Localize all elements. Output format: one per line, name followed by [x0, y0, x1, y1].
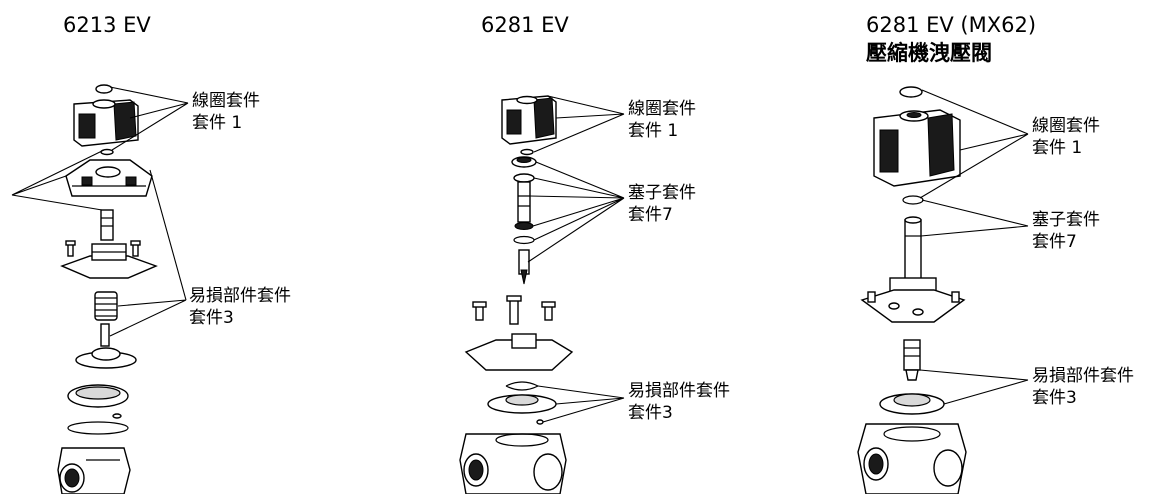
- col1-small-ring: [112, 413, 122, 419]
- col1-valve-body: [57, 447, 131, 494]
- col3-coil-kit-label: 線圈套件: [1032, 116, 1100, 136]
- col2-coil-kit-label: 線圈套件: [628, 99, 696, 119]
- col1-screw-left-head: [65, 240, 76, 246]
- col3-plunger-kit-number: 套件7: [1032, 232, 1077, 252]
- col3-coil-kit-number: 套件 1: [1032, 138, 1083, 158]
- col1-coil-kit-label: 線圈套件: [192, 91, 260, 111]
- col2-wear-parts-kit-label: 易損部件套件: [628, 381, 730, 401]
- col1-spring: [94, 291, 118, 321]
- column-1-title: 6213 EV: [63, 13, 151, 37]
- col3-valve-body: [857, 423, 967, 494]
- col2-plunger-kit-number: 套件7: [628, 205, 673, 225]
- col2-exploded-view: [459, 95, 625, 494]
- col1-left-leader: [11, 149, 105, 211]
- col2-armature-tube: [517, 181, 531, 223]
- col1-wear-kit-leader: [109, 169, 187, 337]
- col3-plunger-kit-leader: [920, 199, 1029, 237]
- col2-screws: [472, 295, 556, 325]
- col1-screw-right-head: [130, 240, 141, 246]
- col3-coil-kit-leader: [919, 89, 1029, 199]
- col3-wear-parts-kit-number: 套件3: [1032, 388, 1077, 408]
- col1-cover: [65, 159, 153, 197]
- col2-nut: [511, 156, 537, 168]
- col1-screw-right: [132, 243, 139, 257]
- col1-exploded-view: [11, 84, 189, 494]
- col3-exploded-view: [857, 86, 1029, 494]
- col1-coil-kit-number: 套件 1: [192, 113, 243, 133]
- col1-coil-kit-leader: [109, 86, 189, 151]
- col3-o-ring: [902, 195, 924, 205]
- col3-plunger-kit-label: 塞子套件: [1032, 210, 1100, 230]
- col2-o-ring-top: [520, 148, 534, 156]
- col3-coil-nut: [899, 86, 923, 98]
- col2-diaphragm: [487, 394, 557, 414]
- col3-wear-kit-leader: [919, 369, 1029, 405]
- col1-coil: [73, 99, 139, 147]
- col1-diaphragm: [75, 347, 137, 369]
- col2-coil-kit-leader: [533, 95, 625, 153]
- col2-plunger-kit-leader: [527, 161, 625, 263]
- col1-pilot-pin: [100, 323, 110, 347]
- col2-plunger-seal: [514, 222, 534, 230]
- col1-wear-parts-kit-label: 易損部件套件: [189, 286, 291, 306]
- col3-diaphragm: [879, 393, 945, 415]
- col2-plunger-kit-label: 塞子套件: [628, 183, 696, 203]
- col2-small-ring: [536, 419, 544, 425]
- col3-wear-parts-kit-label: 易損部件套件: [1032, 366, 1134, 386]
- col1-base-plate: [60, 243, 158, 279]
- col2-valve-body: [459, 433, 567, 494]
- col2-ring: [513, 173, 535, 183]
- col1-clamp-ring: [67, 384, 129, 408]
- col2-o-ring-mid: [513, 235, 535, 245]
- col2-coil: [501, 95, 557, 145]
- col2-spring: [505, 381, 540, 391]
- col3-plunger: [903, 339, 921, 381]
- col2-wear-parts-kit-number: 套件3: [628, 403, 673, 423]
- col3-coil: [873, 109, 961, 187]
- col1-armature-tube: [100, 209, 114, 241]
- col2-wear-kit-leader: [537, 385, 625, 423]
- col2-coil-kit-number: 套件 1: [628, 121, 679, 141]
- column-3-subtitle: 壓縮機洩壓閥: [866, 41, 992, 65]
- column-2-title: 6281 EV: [481, 13, 569, 37]
- col1-screw-left: [67, 243, 74, 257]
- col3-armature-tube: [904, 216, 922, 281]
- col1-coil-nut: [95, 84, 113, 94]
- col1-o-ring: [67, 421, 129, 435]
- col2-cover-plate: [464, 333, 574, 371]
- col1-wear-parts-kit-number: 套件3: [189, 308, 234, 328]
- col2-plunger: [518, 249, 530, 285]
- col3-base: [860, 277, 966, 323]
- column-3-title: 6281 EV (MX62): [866, 13, 1037, 37]
